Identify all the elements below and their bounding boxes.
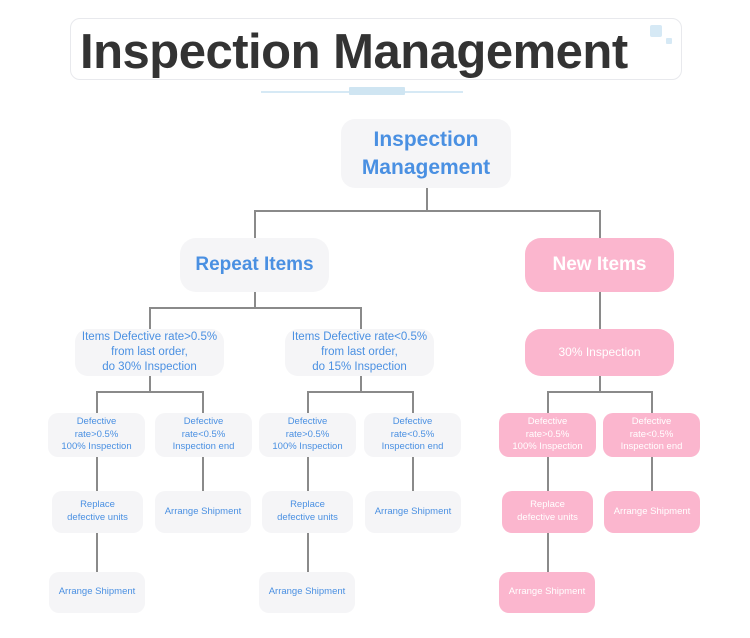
connector-to-r2-low — [412, 391, 414, 413]
node-label: Repeat Items — [195, 254, 314, 276]
connector-to-repeat-high — [149, 307, 151, 329]
node-label: Arrange Shipment — [268, 586, 346, 598]
node-n-arrange-shipment[interactable]: Arrange Shipment — [604, 491, 700, 533]
node-label: Arrange Shipment — [508, 586, 586, 598]
node-label: Replace defective units — [277, 499, 338, 523]
connector-r2-high-down — [307, 457, 309, 491]
node-n-defect-high[interactable]: Defective rate>0.5% 100% Inspection — [499, 413, 596, 457]
connector-r2-replace-down — [307, 533, 309, 572]
node-label: Defective rate<0.5% Inspection end — [381, 416, 444, 453]
connector-n-high-down — [547, 457, 549, 491]
node-label: Defective rate<0.5% Inspection end — [620, 416, 683, 453]
node-label: Arrange Shipment — [613, 505, 691, 517]
title-underline-accent — [349, 87, 405, 95]
node-n-replace-defective-units[interactable]: Replace defective units — [502, 491, 593, 533]
connector-new-items-down — [599, 292, 601, 329]
node-label: Items Defective rate<0.5% from last orde… — [291, 330, 428, 374]
node-label: Defective rate>0.5% 100% Inspection — [61, 416, 132, 453]
connector-r1-high-down — [96, 457, 98, 491]
node-r2-arrange-shipment-final[interactable]: Arrange Shipment — [259, 572, 355, 613]
node-r1-arrange-shipment[interactable]: Arrange Shipment — [155, 491, 251, 533]
node-label: Replace defective units — [517, 499, 578, 523]
node-n-defect-low[interactable]: Defective rate<0.5% Inspection end — [603, 413, 700, 457]
node-new-items[interactable]: New Items — [525, 238, 674, 292]
connector-to-repeat-items — [254, 210, 256, 238]
connector-repeat-down — [254, 292, 256, 308]
connector-repeat-high-bus — [96, 391, 203, 393]
connector-to-repeat-low — [360, 307, 362, 329]
connector-n-replace-down — [547, 533, 549, 572]
page-title: Inspection Management — [80, 25, 628, 79]
connector-to-n-low — [651, 391, 653, 413]
connector-new-inspection-down — [599, 376, 601, 392]
connector-repeat-high-down — [149, 376, 151, 392]
node-label: Arrange Shipment — [58, 586, 136, 598]
node-label: New Items — [552, 254, 647, 276]
decor-square-small-icon — [666, 38, 672, 44]
connector-repeat-bus — [149, 307, 361, 309]
connector-level2-bus — [254, 210, 601, 212]
node-r1-replace-defective-units[interactable]: Replace defective units — [52, 491, 143, 533]
node-r1-defect-high[interactable]: Defective rate>0.5% 100% Inspection — [48, 413, 145, 457]
node-r2-replace-defective-units[interactable]: Replace defective units — [262, 491, 353, 533]
decor-square-icon — [650, 25, 662, 37]
node-r1-arrange-shipment-final[interactable]: Arrange Shipment — [49, 572, 145, 613]
node-r2-defect-high[interactable]: Defective rate>0.5% 100% Inspection — [259, 413, 356, 457]
connector-r1-low-down — [202, 457, 204, 491]
node-inspection-management[interactable]: Inspection Management — [341, 119, 511, 188]
node-repeat-items[interactable]: Repeat Items — [180, 238, 329, 292]
connector-r1-replace-down — [96, 533, 98, 572]
node-label: Arrange Shipment — [164, 505, 242, 517]
node-r1-defect-low[interactable]: Defective rate<0.5% Inspection end — [155, 413, 252, 457]
node-label: Arrange Shipment — [374, 505, 452, 517]
connector-to-r2-high — [307, 391, 309, 413]
node-n-arrange-shipment-final[interactable]: Arrange Shipment — [499, 572, 595, 613]
node-label: Items Defective rate>0.5% from last orde… — [81, 330, 218, 374]
connector-to-n-high — [547, 391, 549, 413]
node-r2-arrange-shipment[interactable]: Arrange Shipment — [365, 491, 461, 533]
connector-repeat-low-bus — [307, 391, 413, 393]
connector-new-bus — [547, 391, 652, 393]
title-card — [70, 18, 682, 80]
node-r2-defect-low[interactable]: Defective rate<0.5% Inspection end — [364, 413, 461, 457]
node-label: 30% Inspection — [558, 344, 641, 359]
connector-to-new-items — [599, 210, 601, 238]
node-repeat-rate-low[interactable]: Items Defective rate<0.5% from last orde… — [285, 329, 434, 376]
connector-root-down — [426, 188, 428, 211]
connector-to-r1-high — [96, 391, 98, 413]
connector-to-r1-low — [202, 391, 204, 413]
node-label: Defective rate>0.5% 100% Inspection — [512, 416, 583, 453]
node-label: Defective rate<0.5% Inspection end — [172, 416, 235, 453]
connector-repeat-low-down — [360, 376, 362, 392]
connector-r2-low-down — [412, 457, 414, 491]
node-label: Defective rate>0.5% 100% Inspection — [272, 416, 343, 453]
node-label: Inspection Management — [361, 127, 491, 179]
connector-n-low-down — [651, 457, 653, 491]
node-repeat-rate-high[interactable]: Items Defective rate>0.5% from last orde… — [75, 329, 224, 376]
node-label: Replace defective units — [67, 499, 128, 523]
node-new-30-inspection[interactable]: 30% Inspection — [525, 329, 674, 376]
